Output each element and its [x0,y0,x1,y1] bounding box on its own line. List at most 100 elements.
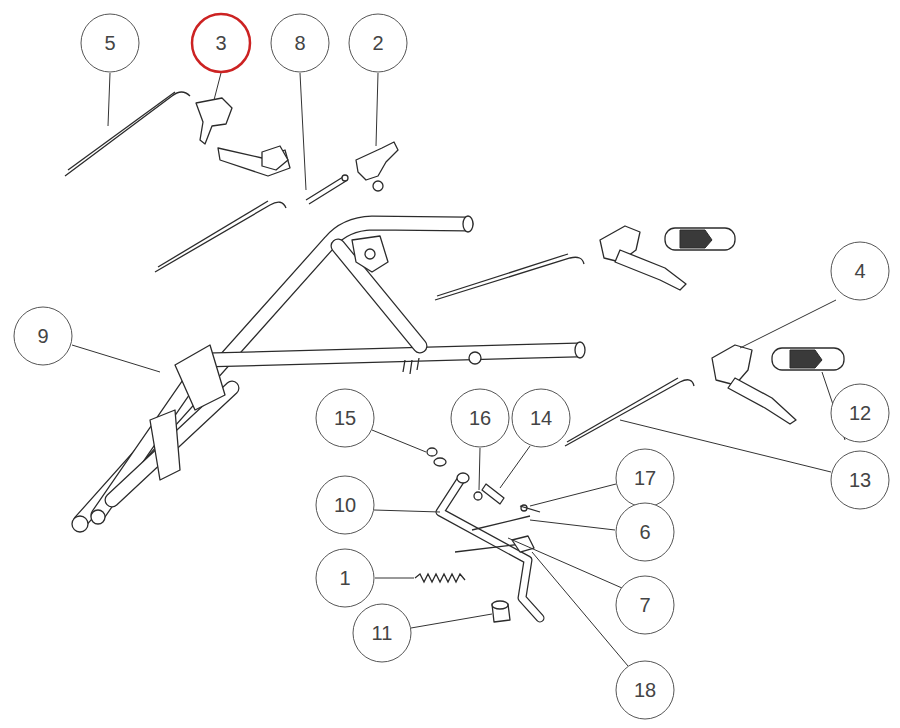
washer [474,492,482,500]
hand-grip [665,228,735,250]
leader-line [530,484,616,506]
cable [65,92,190,176]
callout-number: 6 [614,501,676,563]
callout-circle: 16 [449,387,511,449]
callout-circle: 8 [269,12,331,74]
cable [155,202,286,272]
callout-number: 10 [314,474,376,536]
callout-number: 5 [79,12,141,74]
spring [415,574,465,582]
bolt [365,249,375,259]
callout-number: 4 [829,240,891,302]
callout-number: 12 [829,382,891,444]
callout-circle: 4 [829,240,891,302]
mount-bracket [150,410,180,480]
leader-line [479,448,480,490]
leader-line [530,520,615,530]
callout-number: 13 [829,449,891,511]
tube-end [91,510,105,524]
callout-circle: 2 [347,12,409,74]
lever-housing [712,345,752,385]
tube-end [575,342,585,358]
cable [68,92,175,170]
tube-end [72,516,88,532]
washer [434,458,446,466]
callout-number: 1 [314,547,376,609]
callout-number: 3 [190,12,252,74]
lever-housing [196,98,232,144]
shift-rod [440,478,540,618]
callout-number: 7 [614,574,676,636]
right-controls [435,226,844,446]
leader-line [376,73,378,146]
frame-tube [112,388,232,500]
lever-clamp [262,146,288,170]
hand-grip [772,348,844,370]
cable [437,254,568,296]
callout-number: 8 [269,12,331,74]
leader-line [375,578,414,579]
cable [565,380,694,446]
throttle-housing [356,142,398,180]
leader-line [108,73,110,126]
left-controls [65,92,398,272]
wire-rod [472,516,530,530]
grip-pattern [790,350,822,368]
mount-bracket [175,345,225,410]
leader-line [374,510,440,512]
wire-rod [455,544,522,552]
clip [521,505,527,511]
brake-lever [728,378,796,424]
callout-number: 15 [314,387,376,449]
callout-circle: 9 [12,305,74,367]
leader-line [72,345,160,372]
callout-circle: 1 [314,547,376,609]
leader-line [508,538,622,588]
leader-lines [72,73,845,666]
frame-tube [112,388,232,500]
callout-circle: 14 [510,387,572,449]
throttle-knob [373,181,383,191]
cable [158,201,268,267]
callout-circle: 7 [614,574,676,636]
rod-end [457,473,469,483]
callout-circle: 3 [190,12,252,74]
frame-tube [80,223,466,522]
callout-number: 17 [614,447,676,509]
leader-line [740,300,836,348]
nut [427,448,437,456]
tube-end [463,216,473,232]
callout-circle: 11 [351,602,413,664]
callout-number: 2 [347,12,409,74]
callout-circle: 18 [614,659,676,721]
rod-end [342,175,348,181]
frame-tube [80,223,466,522]
callout-number: 16 [449,387,511,449]
callout-circle: 10 [314,474,376,536]
cable [435,257,584,300]
mount-bracket [352,236,388,272]
callout-number: 9 [12,305,74,367]
callout-circle: 17 [614,447,676,509]
cable [567,378,678,442]
mount-tabs [403,358,419,374]
leader-line [532,552,628,666]
bracket [512,536,534,552]
clip [520,506,540,512]
callout-circle: 6 [614,501,676,563]
clutch-lever [615,250,686,290]
callout-number: 11 [351,602,413,664]
callout-number: 18 [614,659,676,721]
linkage-parts [415,448,540,622]
callout-circle: 13 [829,449,891,511]
callout-circle: 12 [829,382,891,444]
shift-rod [440,478,540,618]
leader-line [300,73,306,190]
callout-number: 14 [510,387,572,449]
sleeve [492,601,508,609]
adjuster-rod [306,177,346,204]
leader-line [372,430,426,452]
